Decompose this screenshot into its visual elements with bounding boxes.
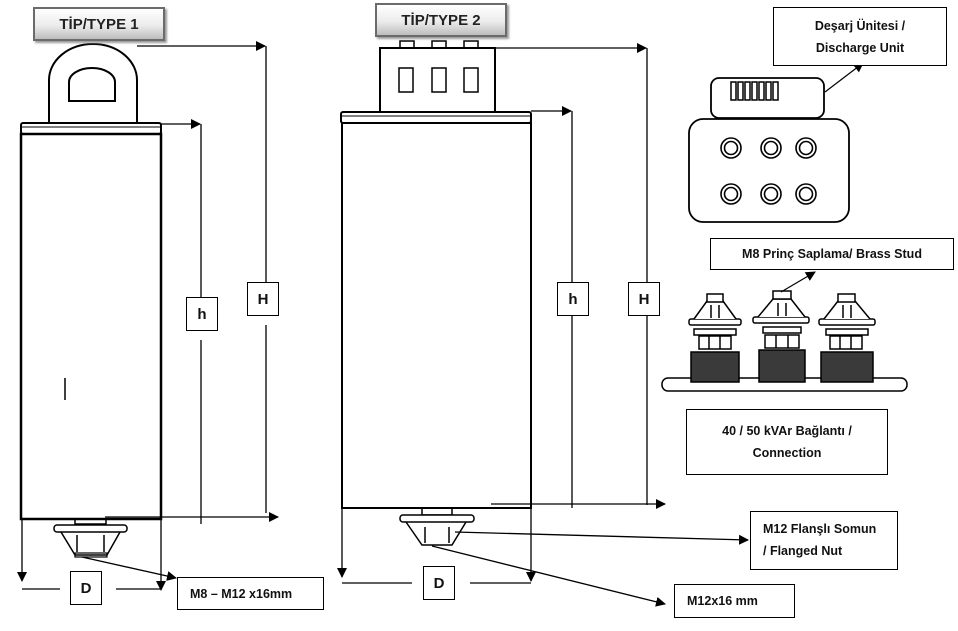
discharge-unit-drawing (688, 77, 850, 223)
discharge-unit-line2: Discharge Unit (815, 40, 905, 55)
type1-label-text: TİP/TYPE 1 (59, 15, 139, 33)
type1-eye-hole (68, 67, 116, 102)
discharge-unit-base (688, 118, 850, 223)
discharge-unit-line1: Deşarj Ünitesi / (814, 18, 906, 33)
type1-body (19, 132, 163, 521)
type1-D-dimension: D (70, 571, 102, 605)
type2-capacitor (340, 40, 532, 546)
type2-h-dimension: h (557, 282, 589, 316)
discharge-unit-callout: Deşarj Ünitesi / Discharge Unit (773, 7, 947, 66)
type1-lifting-eye (48, 43, 138, 124)
type1-stud-text: M8 – M12 x16mm (190, 586, 293, 601)
type2-body (341, 122, 532, 509)
type2-label-text: TİP/TYPE 2 (401, 11, 481, 29)
connection-line1: 40 / 50 kVAr Bağlantı / (722, 424, 852, 438)
type2-stud-text: M12x16 mm (687, 594, 758, 608)
type1-stud-callout: M8 – M12 x16mm (177, 577, 324, 610)
type2-stud-callout: M12x16 mm (674, 584, 795, 618)
type2-nut (405, 521, 467, 546)
type1-top-rim (20, 122, 162, 135)
brass-stud-text: M8 Prinç Saplama/ Brass Stud (742, 247, 922, 261)
discharge-unit-top (710, 77, 825, 119)
terminal-block-drawing (661, 290, 908, 392)
type2-label: TİP/TYPE 2 (375, 3, 507, 37)
type2-flange (399, 514, 475, 523)
type1-capacitor (19, 43, 163, 558)
type1-label: TİP/TYPE 1 (33, 7, 165, 41)
connection-line2: Connection (752, 446, 822, 460)
type1-dimension-lines (17, 41, 279, 591)
type1-flange (53, 524, 128, 533)
type1-H-dimension: H (247, 282, 279, 316)
terminal-2 (752, 290, 810, 383)
type2-D-dimension: D (423, 566, 455, 600)
brass-stud-callout: M8 Prinç Saplama/ Brass Stud (710, 238, 954, 270)
type2-top-rim (340, 111, 532, 124)
type2-dimension-lines (337, 43, 749, 607)
type1-h-dimension: h (186, 297, 218, 331)
connection-callout: 40 / 50 kVAr Bağlantı / Connection (686, 409, 888, 475)
type2-H-dimension: H (628, 282, 660, 316)
terminal-3 (818, 293, 876, 383)
type1-nut (60, 531, 121, 556)
flanged-nut-line1: M12 Flanşlı Somun (763, 522, 877, 536)
terminal-1 (688, 293, 742, 383)
flanged-nut-line2: / Flanged Nut (763, 544, 843, 558)
flanged-nut-callout: M12 Flanşlı Somun / Flanged Nut (750, 511, 898, 570)
